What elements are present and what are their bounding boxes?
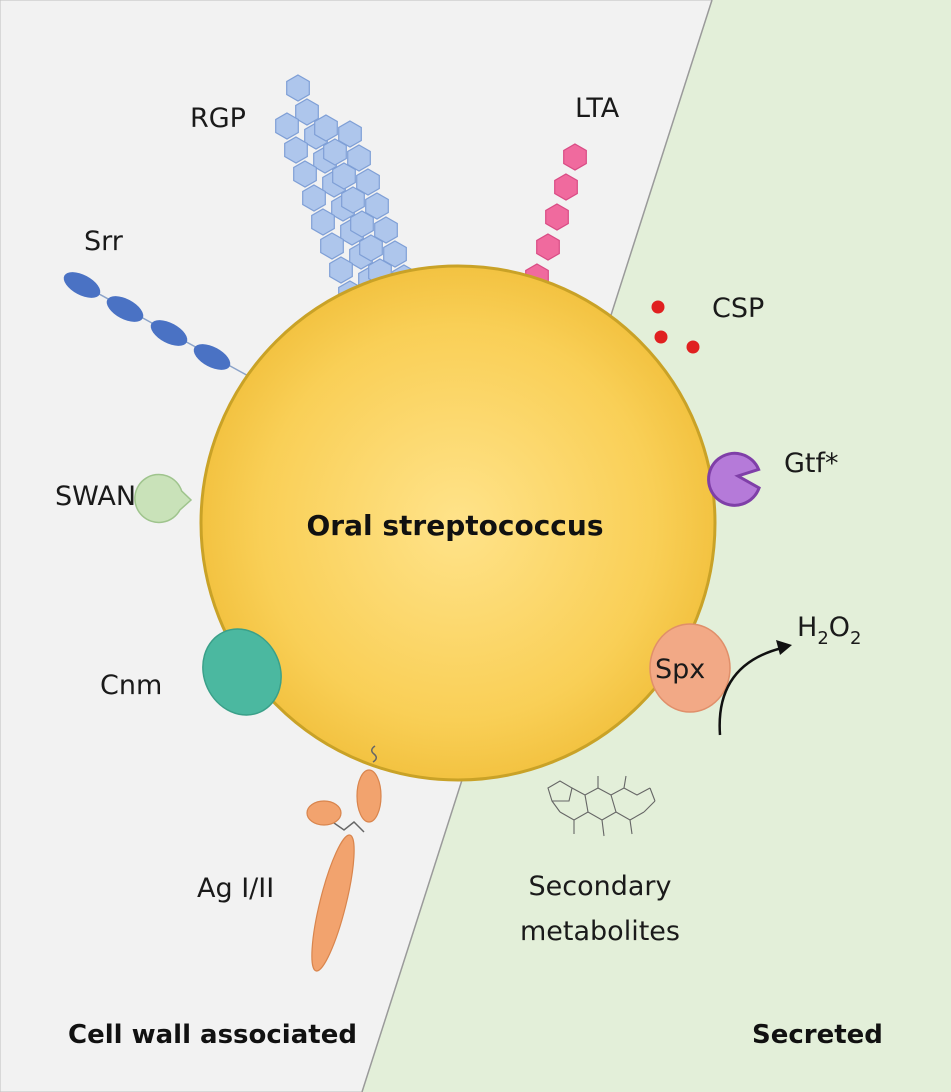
reaction-arrowhead <box>776 640 792 655</box>
label-cnm: Cnm <box>100 670 162 701</box>
spx-structure <box>649 623 731 713</box>
panel-label-cell-wall: Cell wall associated <box>68 1020 357 1050</box>
label-rgp: RGP <box>190 103 246 134</box>
cell-title: Oral streptococcus <box>307 509 604 542</box>
gtf-structure <box>707 451 761 507</box>
label-lta: LTA <box>575 93 620 124</box>
label-agi-ii: Ag I/II <box>197 873 274 904</box>
srr-structure <box>63 272 253 379</box>
label-gtf: Gtf* <box>784 448 839 479</box>
label-srr: Srr <box>84 226 124 257</box>
oral-streptococcus-cell <box>199 264 717 782</box>
label-spx: Spx <box>655 654 705 685</box>
label-secondary-metabolites-line1: Secondary <box>529 871 672 902</box>
label-swan: SWAN <box>55 481 136 512</box>
label-secondary-metabolites-line2: metabolites <box>520 916 680 947</box>
label-h2o2: H2O2 <box>797 612 861 649</box>
label-csp: CSP <box>712 293 764 324</box>
swan-structure <box>134 473 193 524</box>
secondary-metabolite-structure <box>547 775 656 837</box>
agi-ii-structure <box>306 745 382 972</box>
panel-label-secreted: Secreted <box>752 1020 883 1050</box>
csp-dots <box>651 300 700 354</box>
reaction-arrow <box>718 646 783 736</box>
cnm-structure <box>202 628 282 716</box>
